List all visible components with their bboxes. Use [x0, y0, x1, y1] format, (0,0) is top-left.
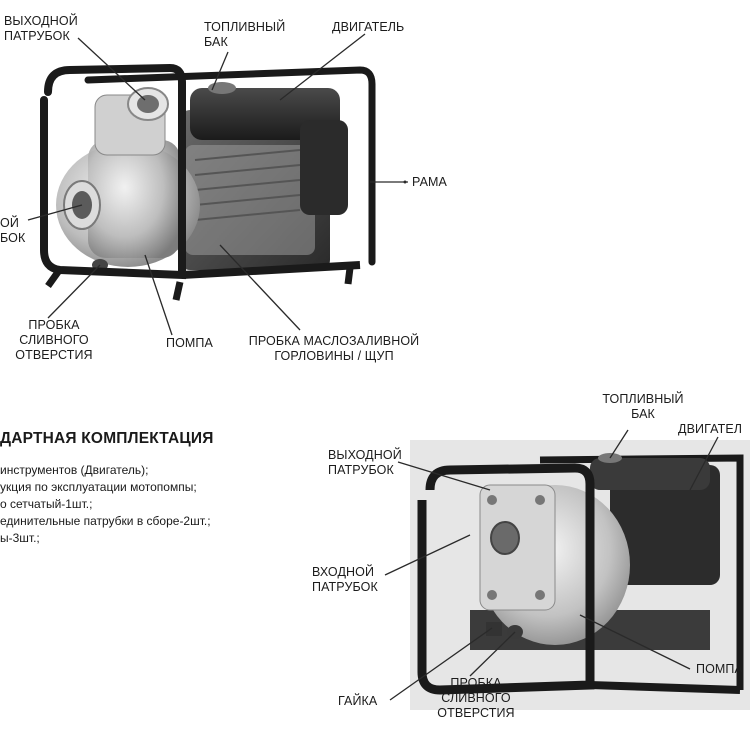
label-outlet-1-line2: ПАТРУБОК [4, 29, 70, 43]
label-inlet-2-line1: ВХОДНОЙ [312, 565, 375, 579]
label-drain-plug-1-line2: СЛИВНОГО [19, 333, 89, 347]
label-fuel-tank-2-line2: БАК [631, 407, 655, 421]
label-outlet-1: ВЫХОДНОЙ ПАТРУБОК [4, 14, 78, 44]
list-item: ы-3шт.; [0, 531, 40, 545]
label-drain-plug-2-line3: ОТВЕРСТИЯ [437, 706, 515, 720]
label-oil-plug-1-line2: ГОРЛОВИНЫ / ЩУП [274, 349, 394, 363]
label-fuel-tank-2-line1: ТОПЛИВНЫЙ [602, 392, 684, 406]
label-engine-1: ДВИГАТЕЛЬ [332, 20, 405, 34]
label-drain-plug-2: ПРОБКА СЛИВНОГО ОТВЕРСТИЯ [428, 676, 524, 721]
label-inlet-1-line2: БОК [0, 231, 26, 245]
list-item: укция по эксплуатации мотопомпы; [0, 480, 197, 494]
list-item: о сетчатый-1шт.; [0, 497, 93, 511]
label-fuel-tank-1-line2: БАК [204, 35, 228, 49]
label-outlet-2: ВЫХОДНОЙ ПАТРУБОК [328, 448, 402, 478]
kit-list: инструментов (Двигатель); укция по экспл… [0, 462, 211, 547]
label-inlet-2-line2: ПАТРУБОК [312, 580, 378, 594]
label-nut-2: ГАЙКА [338, 694, 378, 708]
label-outlet-2-line2: ПАТРУБОК [328, 463, 394, 477]
label-drain-plug-1-line3: ОТВЕРСТИЯ [15, 348, 93, 362]
label-drain-plug-1: ПРОБКА СЛИВНОГО ОТВЕРСТИЯ [6, 318, 102, 363]
label-engine-2: ДВИГАТЕЛ [678, 422, 743, 436]
label-inlet-2: ВХОДНОЙ ПАТРУБОК [312, 565, 378, 595]
label-frame-1: РАМА [412, 175, 447, 189]
label-pump-2: ПОМПА [696, 662, 743, 676]
label-drain-plug-2-line2: СЛИВНОГО [441, 691, 511, 705]
label-oil-plug-1-line1: ПРОБКА МАСЛОЗАЛИВНОЙ [248, 334, 420, 348]
label-pump-1: ПОМПА [166, 336, 213, 350]
label-drain-plug-1-line1: ПРОБКА [28, 318, 80, 332]
label-fuel-tank-1: ТОПЛИВНЫЙ БАК [204, 20, 285, 50]
kit-title: ДАРТНАЯ КОМПЛЕКТАЦИЯ [0, 430, 214, 447]
label-inlet-1-line1: ОЙ [0, 216, 19, 230]
label-outlet-1-line1: ВЫХОДНОЙ [4, 14, 78, 28]
list-item: инструментов (Двигатель); [0, 463, 149, 477]
label-inlet-1: ОЙ БОК [0, 216, 25, 246]
label-fuel-tank-1-line1: ТОПЛИВНЫЙ [204, 20, 286, 34]
list-item: единительные патрубки в сборе-2шт.; [0, 514, 211, 528]
label-fuel-tank-2: ТОПЛИВНЫЙ БАК [590, 392, 696, 422]
label-drain-plug-2-line1: ПРОБКА [450, 676, 502, 690]
label-oil-plug-1: ПРОБКА МАСЛОЗАЛИВНОЙ ГОРЛОВИНЫ / ЩУП [238, 334, 430, 364]
label-outlet-2-line1: ВЫХОДНОЙ [328, 448, 402, 462]
